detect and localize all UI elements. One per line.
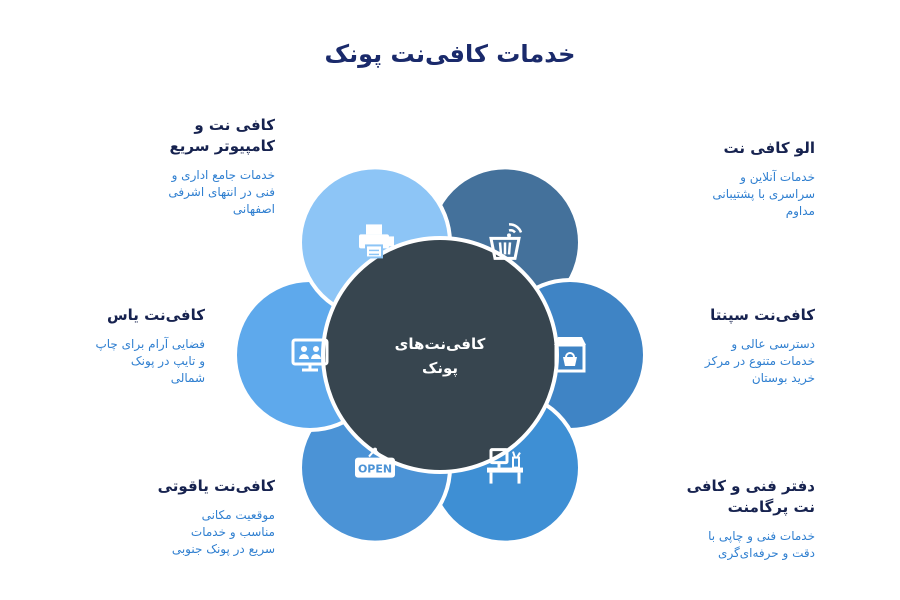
service-heading: کافی نت و کامپیوتر سریع	[169, 116, 275, 155]
service-block-1: الو کافی نت خدمات آنلاین و سراسری با پشت…	[615, 138, 815, 220]
service-heading: کافی‌نت یاس	[106, 306, 205, 324]
center-circle	[321, 236, 559, 474]
service-heading: کافی‌نت یاقوتی	[157, 477, 275, 495]
wifi-basket-icon	[489, 223, 523, 260]
monitor-users-icon	[291, 338, 329, 372]
service-description: دسترسی عالی و خدمات متنوع در مرکز خرید ب…	[704, 337, 815, 385]
service-block-2: کافی‌نت سپنتا دسترسی عالی و خدمات متنوع …	[615, 305, 815, 387]
service-heading: دفتر فنی و کافی نت پرگامنت	[686, 477, 815, 516]
printer-icon	[359, 224, 394, 259]
service-block-6: کافی نت و کامپیوتر سریع خدمات جامع اداری…	[95, 115, 275, 218]
service-block-3: دفتر فنی و کافی نت پرگامنت خدمات فنی و چ…	[615, 476, 815, 562]
service-block-4: کافی‌نت یاقوتی موقعیت مکانی مناسب و خدما…	[95, 476, 275, 558]
service-description: موقعیت مکانی مناسب و خدمات سریع در پونک …	[171, 508, 275, 556]
open-sign-icon: OPEN	[355, 447, 395, 478]
service-block-5: کافی‌نت یاس فضایی آرام برای چاپ و تایپ د…	[95, 305, 205, 387]
center-label-line-1: کافی‌نت‌های	[395, 335, 486, 353]
service-description: خدمات فنی و چاپی با دقت و حرفه‌ای‌گری	[708, 529, 815, 560]
service-description: فضایی آرام برای چاپ و تایپ در پونک شمالی	[95, 337, 205, 385]
service-heading: کافی‌نت سپنتا	[710, 306, 815, 324]
shop-icon	[554, 337, 586, 373]
service-description: خدمات جامع اداری و فنی در انتهای اشرفی ا…	[168, 168, 275, 216]
center-label-line-2: پونک	[422, 359, 458, 378]
page-title: خدمات کافی‌نت پونک	[324, 40, 576, 68]
desk-computer-icon	[487, 448, 523, 484]
service-heading: الو کافی نت	[723, 139, 816, 157]
svg-text:OPEN: OPEN	[358, 463, 392, 476]
service-description: خدمات آنلاین و سراسری با پشتیبانی مداوم	[712, 170, 815, 218]
